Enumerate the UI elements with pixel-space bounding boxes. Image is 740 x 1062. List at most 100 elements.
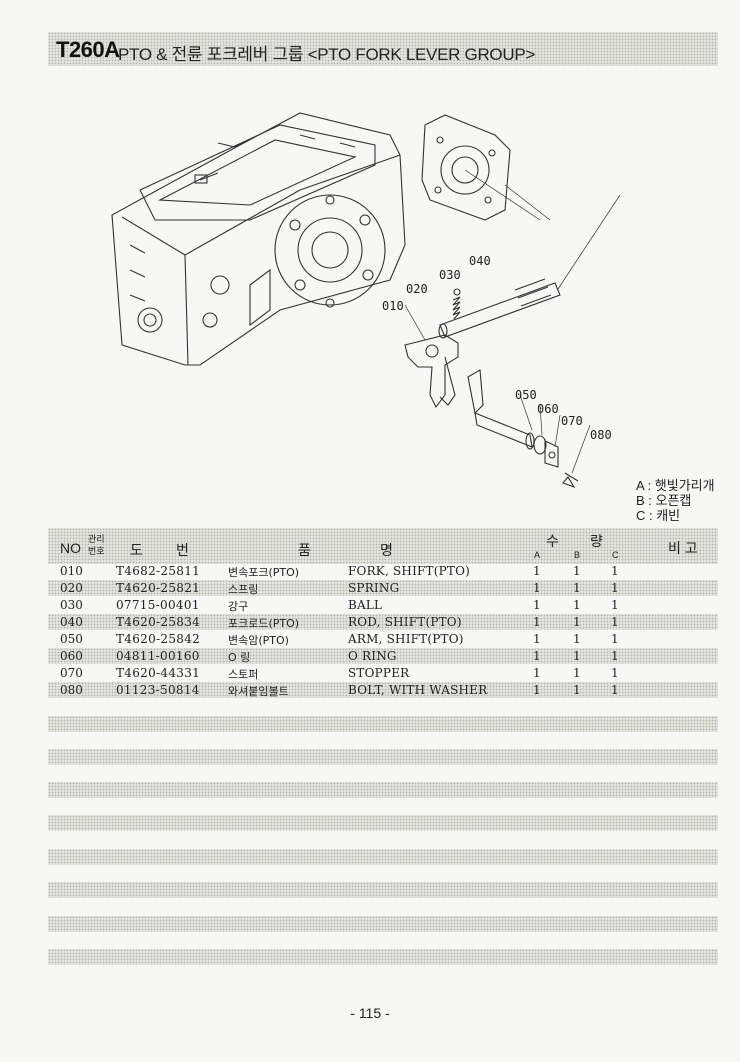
legend-c: C : 캐빈 <box>636 508 681 523</box>
callout-070: 070 <box>561 414 583 428</box>
row-no: 030 <box>60 598 83 612</box>
header-qty-2: 량 <box>590 533 603 549</box>
row-name-en: FORK, SHIFT(PTO) <box>348 564 471 578</box>
callout-020: 020 <box>406 282 428 296</box>
row-qty-c: 1 <box>611 683 619 697</box>
row-name-en: ARM, SHIFT(PTO) <box>348 632 464 646</box>
header-drawing-2: 번 <box>176 542 189 558</box>
legend-a: A : 햇빛가리개 <box>636 478 715 493</box>
row-qty-a: 1 <box>533 649 541 663</box>
callout-060: 060 <box>537 402 559 416</box>
row-part-no: T4682-25811 <box>116 564 201 578</box>
row-name-ko: 스토퍼 <box>228 668 259 681</box>
row-qty-a: 1 <box>533 564 541 578</box>
row-qty-c: 1 <box>611 649 619 663</box>
row-no: 020 <box>60 581 83 595</box>
empty-table-row <box>48 849 718 865</box>
row-qty-c: 1 <box>611 632 619 646</box>
exploded-parts-diagram: 010 020 030 040 050 060 070 080 <box>100 95 630 515</box>
row-no: 040 <box>60 615 83 629</box>
table-header: NO 관리 번호 도 번 품 명 수 량 A B C 비 고 <box>48 528 718 564</box>
header-name-1: 품 <box>298 542 311 558</box>
row-part-no: 07715-00401 <box>116 598 200 612</box>
row-qty-b: 1 <box>573 666 581 680</box>
callout-040: 040 <box>469 254 491 268</box>
empty-table-row <box>48 749 718 765</box>
row-name-en: ROD, SHIFT(PTO) <box>348 615 462 629</box>
table-row: 010 T4682-25811 변속포크(PTO) FORK, SHIFT(PT… <box>48 563 718 579</box>
empty-table-row <box>48 882 718 898</box>
row-name-en: O RING <box>348 649 397 663</box>
empty-table-row <box>48 949 718 965</box>
page-header: T260A PTO & 전륜 포크레버 그룹 <PTO FORK LEVER G… <box>48 32 718 66</box>
shift-fork <box>404 304 459 409</box>
row-qty-b: 1 <box>573 632 581 646</box>
empty-table-row <box>48 716 718 732</box>
cabin-legend: A : 햇빛가리개 B : 오픈캡 C : 캐빈 <box>636 478 715 523</box>
row-qty-b: 1 <box>573 683 581 697</box>
row-qty-a: 1 <box>533 615 541 629</box>
row-qty-a: 1 <box>533 683 541 697</box>
row-qty-b: 1 <box>573 581 581 595</box>
row-part-no: 01123-50814 <box>116 683 200 697</box>
callout-010: 010 <box>382 299 404 313</box>
row-qty-b: 1 <box>573 649 581 663</box>
row-part-no: 04811-00160 <box>116 649 200 663</box>
row-name-ko: 스프링 <box>228 583 259 596</box>
row-part-no: T4620-25842 <box>116 632 201 646</box>
pto-cover-plate <box>421 114 551 221</box>
row-qty-a: 1 <box>533 632 541 646</box>
header-mgmt-2: 번호 <box>88 546 105 556</box>
table-row: 020 T4620-25821 스프링 SPRING 1 1 1 <box>48 580 718 596</box>
row-qty-c: 1 <box>611 615 619 629</box>
row-no: 070 <box>60 666 83 680</box>
legend-b: B : 오픈캡 <box>636 493 692 508</box>
callout-050: 050 <box>515 388 537 402</box>
header-drawing-1: 도 <box>130 542 143 558</box>
row-qty-b: 1 <box>573 598 581 612</box>
header-qty-a: A <box>534 550 541 560</box>
row-no: 050 <box>60 632 83 646</box>
row-qty-c: 1 <box>611 666 619 680</box>
table-row: 070 T4620-44331 스토퍼 STOPPER 1 1 1 <box>48 665 718 681</box>
header-remarks: 비 고 <box>668 540 698 556</box>
empty-table-row <box>48 916 718 932</box>
shift-rod <box>438 194 621 339</box>
row-qty-a: 1 <box>533 581 541 595</box>
row-part-no: T4620-25821 <box>116 581 201 595</box>
row-qty-b: 1 <box>573 615 581 629</box>
row-qty-c: 1 <box>611 581 619 595</box>
row-qty-b: 1 <box>573 564 581 578</box>
header-qty-b: B <box>574 550 581 560</box>
row-name-ko: 변속암(PTO) <box>228 634 289 647</box>
spring-and-ball <box>452 288 461 320</box>
page-number: - 115 - <box>350 1005 390 1021</box>
row-part-no: T4620-44331 <box>116 666 201 680</box>
empty-table-row <box>48 815 718 831</box>
group-title: PTO & 전륜 포크레버 그룹 <PTO FORK LEVER GROUP> <box>118 45 535 64</box>
header-qty-1: 수 <box>546 533 559 549</box>
shift-arm-assembly <box>467 369 591 489</box>
table-row: 080 01123-50814 와셔붙임볼트 BOLT, WITH WASHER… <box>48 682 718 698</box>
row-name-ko: 변속포크(PTO) <box>228 566 300 579</box>
header-mgmt-1: 관리 <box>88 534 105 544</box>
header-no: NO <box>60 540 81 556</box>
table-row: 040 T4620-25834 포크로드(PTO) ROD, SHIFT(PTO… <box>48 614 718 630</box>
callout-080: 080 <box>590 428 612 442</box>
table-row: 030 07715-00401 강구 BALL 1 1 1 <box>48 597 718 613</box>
row-qty-a: 1 <box>533 598 541 612</box>
table-row: 050 T4620-25842 변속암(PTO) ARM, SHIFT(PTO)… <box>48 631 718 647</box>
empty-table-row <box>48 782 718 798</box>
row-name-ko: 와셔붙임볼트 <box>228 685 289 698</box>
row-qty-c: 1 <box>611 564 619 578</box>
row-name-en: BOLT, WITH WASHER <box>348 683 488 697</box>
row-qty-a: 1 <box>533 666 541 680</box>
row-no: 060 <box>60 649 83 663</box>
row-name-ko: 포크로드(PTO) <box>228 617 300 630</box>
row-name-en: BALL <box>348 598 383 612</box>
table-row: 060 04811-00160 O 링 O RING 1 1 1 <box>48 648 718 664</box>
callout-030: 030 <box>439 268 461 282</box>
header-qty-c: C <box>612 550 619 560</box>
row-name-en: SPRING <box>348 581 400 595</box>
row-no: 010 <box>60 564 83 578</box>
